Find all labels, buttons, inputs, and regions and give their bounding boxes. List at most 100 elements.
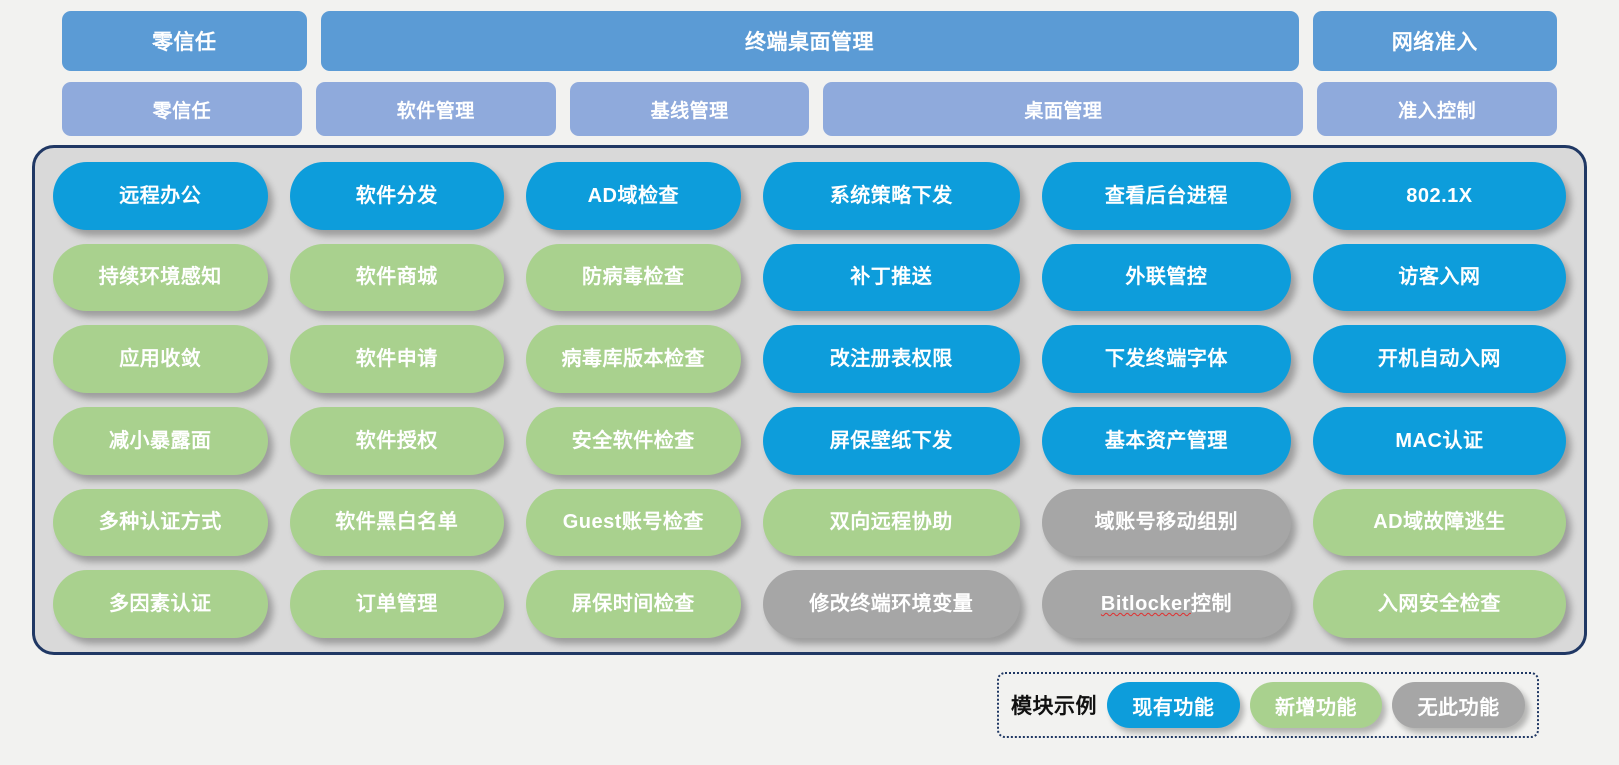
function-pill-label: 外联管控 [1125, 266, 1208, 289]
function-pill-label: 查看后台进程 [1104, 184, 1228, 207]
header-gap [302, 82, 316, 136]
function-pill[interactable]: 开机自动入网 [1312, 325, 1566, 393]
function-pill[interactable]: 病毒库版本检查 [526, 325, 741, 393]
header-label: 基线管理 [650, 100, 729, 122]
function-pill-label: AD域故障逃生 [1373, 511, 1506, 534]
function-pill-label: 补丁推送 [850, 266, 933, 289]
function-pill[interactable]: 系统策略下发 [762, 162, 1020, 230]
header-gap [556, 82, 570, 136]
spellcheck-underline: Bitlocker [1100, 593, 1191, 616]
function-pill[interactable]: 802.1X [1312, 162, 1566, 230]
function-pill[interactable]: 基本资产管理 [1042, 406, 1291, 475]
function-pill-label: MAC认证 [1395, 429, 1484, 452]
function-pill[interactable]: 改注册表权限 [762, 325, 1020, 393]
function-pill[interactable]: 下发终端字体 [1042, 325, 1291, 393]
function-pill-label: 持续环境感知 [98, 266, 222, 289]
function-pill[interactable]: 安全软件检查 [526, 406, 741, 475]
legend-pill-label: 新增功能 [1275, 696, 1357, 719]
function-pill-label: 修改终端环境变量 [809, 593, 974, 616]
function-pill[interactable]: 减小暴露面 [53, 406, 268, 475]
function-pill-label: 多种认证方式 [98, 511, 222, 534]
function-pill[interactable]: 软件商城 [289, 243, 505, 312]
header-label: 终端桌面管理 [745, 31, 874, 54]
header-gap [1299, 11, 1313, 71]
header-level2-cell-5[interactable]: 准入控制 [1317, 82, 1557, 136]
function-pill-label: 安全软件检查 [571, 429, 695, 452]
function-pill[interactable]: 双向远程协助 [762, 488, 1020, 557]
function-pill-label: Guest账号检查 [562, 511, 704, 534]
function-pill[interactable]: 多因素认证 [53, 570, 268, 638]
header-level2-cell-1[interactable]: 零信任 [62, 82, 302, 136]
header-level2-cell-2[interactable]: 软件管理 [315, 82, 556, 136]
header-label: 软件管理 [396, 100, 475, 122]
function-pill-label: 病毒库版本检查 [561, 348, 706, 371]
function-pill[interactable]: 软件授权 [289, 406, 505, 475]
function-pill-label: Bitlocker控制 [1100, 593, 1232, 616]
function-matrix-grid: 远程办公 软件分发 AD域检查 系统策略下发 查看后台进程 802.1X 持续环境感知 软件商… [53, 162, 1566, 638]
function-pill[interactable]: 入网安全检查 [1312, 570, 1566, 638]
function-matrix-panel: 远程办公 软件分发 AD域检查 系统策略下发 查看后台进程 802.1X 持续环境感知 软件商… [32, 145, 1587, 655]
header-row-level1: 零信任 终端桌面管理 网络准入 [0, 11, 1619, 71]
header-label: 桌面管理 [1024, 100, 1103, 122]
function-pill-label: 应用收敛 [119, 348, 202, 371]
function-pill-label: 多因素认证 [109, 593, 212, 616]
legend-pill-label: 现有功能 [1132, 696, 1215, 719]
header-level1-cell-1[interactable]: 零信任 [62, 11, 307, 71]
header-rows: 零信任终端桌面管理网络准入 零信任软件管理基线管理桌面管理准入控制 [0, 0, 1619, 136]
function-pill[interactable]: 外联管控 [1042, 243, 1291, 312]
header-level1-cell-3[interactable]: 网络准入 [1312, 11, 1557, 71]
function-pill-label: 域账号移动组别 [1094, 511, 1239, 534]
function-pill[interactable]: 访客入网 [1312, 243, 1566, 312]
function-pill-label: AD域检查 [587, 184, 679, 207]
function-pill-label: 入网安全检查 [1377, 593, 1501, 616]
function-pill[interactable]: AD域故障逃生 [1312, 488, 1566, 557]
function-pill[interactable]: 软件申请 [289, 325, 505, 393]
function-pill[interactable]: 应用收敛 [53, 325, 268, 393]
function-pill-label: 802.1X [1406, 184, 1473, 207]
function-pill[interactable]: 持续环境感知 [53, 243, 268, 312]
function-pill[interactable]: 远程办公 [53, 162, 268, 230]
function-pill[interactable]: 软件分发 [289, 162, 505, 230]
function-pill[interactable]: 屏保时间检查 [526, 570, 741, 638]
function-pill-label: 双向远程协助 [829, 511, 953, 534]
function-pill[interactable]: MAC认证 [1312, 406, 1566, 475]
function-pill-label: 开机自动入网 [1377, 348, 1501, 371]
header-level2-cell-3[interactable]: 基线管理 [569, 82, 810, 136]
header-label: 零信任 [152, 100, 212, 122]
legend: 模块示例 现有功能 新增功能 无此功能 [997, 672, 1539, 738]
legend-title: 模块示例 [1011, 695, 1097, 718]
function-pill-label: 软件黑白名单 [335, 511, 459, 534]
header-label: 零信任 [152, 31, 217, 54]
function-pill[interactable]: 软件黑白名单 [289, 488, 505, 557]
function-pill[interactable]: 查看后台进程 [1042, 162, 1291, 230]
function-pill[interactable]: AD域检查 [526, 162, 741, 230]
function-pill-label: 订单管理 [355, 593, 438, 616]
function-pill[interactable]: 修改终端环境变量 [762, 570, 1020, 638]
function-pill[interactable]: 订单管理 [289, 570, 505, 638]
function-pill[interactable]: 屏保壁纸下发 [762, 406, 1020, 475]
function-pill-label: 改注册表权限 [829, 348, 953, 371]
function-pill-label: 减小暴露面 [109, 429, 212, 452]
function-pill-label: 软件分发 [355, 184, 438, 207]
function-pill-label: 下发终端字体 [1104, 348, 1228, 371]
header-label: 网络准入 [1391, 31, 1478, 54]
header-row-level2: 零信任 软件管理 基线管理 桌面管理 准入控制 [0, 82, 1619, 136]
function-pill-label: 远程办公 [119, 184, 202, 207]
header-gap [809, 82, 823, 136]
header-gap [307, 11, 321, 71]
function-pill-label: 访客入网 [1398, 266, 1481, 289]
function-pill[interactable]: 多种认证方式 [53, 488, 268, 557]
function-pill[interactable]: 域账号移动组别 [1042, 488, 1291, 557]
legend-pill-blue: 现有功能 [1107, 682, 1240, 728]
function-pill[interactable]: Bitlocker控制 [1042, 570, 1291, 638]
function-pill-label: 软件授权 [355, 429, 438, 452]
header-level2-cell-4[interactable]: 桌面管理 [823, 82, 1304, 136]
function-pill[interactable]: 防病毒检查 [526, 243, 741, 312]
function-pill[interactable]: 补丁推送 [762, 243, 1020, 312]
legend-pill-gray: 无此功能 [1392, 682, 1526, 728]
function-pill-label: 屏保时间检查 [571, 593, 695, 616]
header-label: 准入控制 [1398, 100, 1477, 122]
header-level1-cell-2[interactable]: 终端桌面管理 [320, 11, 1299, 71]
function-pill-label: 屏保壁纸下发 [829, 429, 953, 452]
function-pill[interactable]: Guest账号检查 [526, 488, 741, 557]
